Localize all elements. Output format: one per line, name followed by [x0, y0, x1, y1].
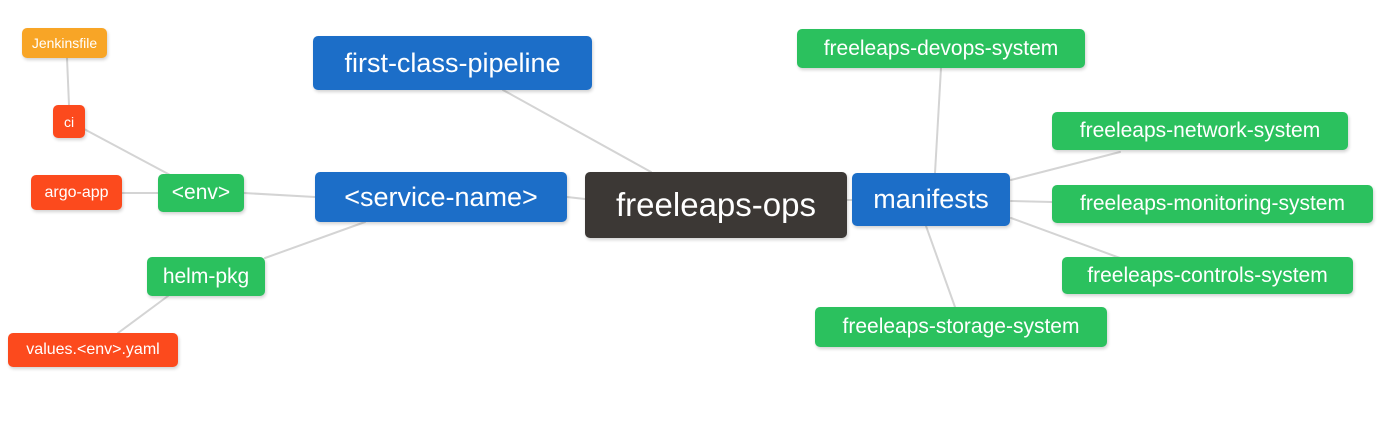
node-freeleaps-network-system[interactable]: freeleaps-network-system	[1052, 112, 1348, 150]
node-freeleaps-controls-system-label: freeleaps-controls-system	[1087, 263, 1328, 287]
node-freeleaps-controls-system[interactable]: freeleaps-controls-system	[1062, 257, 1353, 294]
edge-manifests-monitoring-system	[1010, 200, 1053, 203]
node-freeleaps-network-system-label: freeleaps-network-system	[1079, 119, 1321, 142]
node-manifests-label: manifests	[873, 184, 989, 214]
node-first-class-pipeline[interactable]: first-class-pipeline	[313, 36, 592, 90]
node-freeleaps-devops-system[interactable]: freeleaps-devops-system	[797, 29, 1085, 68]
node-freeleaps-devops-system-label: freeleaps-devops-system	[823, 36, 1059, 60]
node-freeleaps-ops-label: freeleaps-ops	[616, 186, 816, 223]
edge-ci-env	[83, 128, 173, 177]
node-freeleaps-storage-system-label: freeleaps-storage-system	[842, 315, 1080, 338]
node-service-name-label: <service-name>	[344, 181, 538, 212]
edge-first-class-pipeline-freeleaps-ops	[502, 89, 652, 173]
node-freeleaps-monitoring-system[interactable]: freeleaps-monitoring-system	[1052, 185, 1373, 223]
node-helm-pkg-label: helm-pkg	[162, 264, 250, 288]
node-first-class-pipeline-label: first-class-pipeline	[344, 47, 561, 78]
edge-manifests-storage-system	[925, 225, 956, 308]
node-env-label: <env>	[171, 181, 231, 204]
edge-values-env-yaml-helm-pkg	[117, 295, 169, 334]
edge-helm-pkg-service-name	[264, 221, 366, 259]
node-jenkinsfile[interactable]: Jenkinsfile	[22, 28, 107, 58]
node-argo-app[interactable]: argo-app	[31, 175, 122, 210]
edge-jenkinsfile-ci	[66, 57, 70, 106]
node-values-env-yaml-label: values.<env>.yaml	[26, 341, 160, 358]
node-ci-label: ci	[63, 113, 75, 130]
node-service-name[interactable]: <service-name>	[315, 172, 567, 222]
node-freeleaps-storage-system[interactable]: freeleaps-storage-system	[815, 307, 1107, 347]
edge-service-name-freeleaps-ops	[566, 196, 586, 200]
node-freeleaps-ops-root[interactable]: freeleaps-ops	[585, 172, 847, 238]
node-helm-pkg[interactable]: helm-pkg	[147, 257, 265, 296]
node-freeleaps-monitoring-system-label: freeleaps-monitoring-system	[1080, 192, 1345, 215]
edge-manifests-controls-system	[1010, 217, 1121, 259]
edge-manifests-devops-system	[934, 67, 942, 174]
edge-env-service-name	[243, 192, 316, 198]
node-manifests[interactable]: manifests	[852, 173, 1010, 226]
edge-manifests-network-system	[1010, 151, 1121, 181]
node-argo-app-label: argo-app	[44, 183, 109, 201]
node-jenkinsfile-label: Jenkinsfile	[31, 35, 98, 51]
node-values-env-yaml[interactable]: values.<env>.yaml	[8, 333, 178, 367]
node-env[interactable]: <env>	[158, 174, 244, 212]
node-ci[interactable]: ci	[53, 105, 85, 138]
